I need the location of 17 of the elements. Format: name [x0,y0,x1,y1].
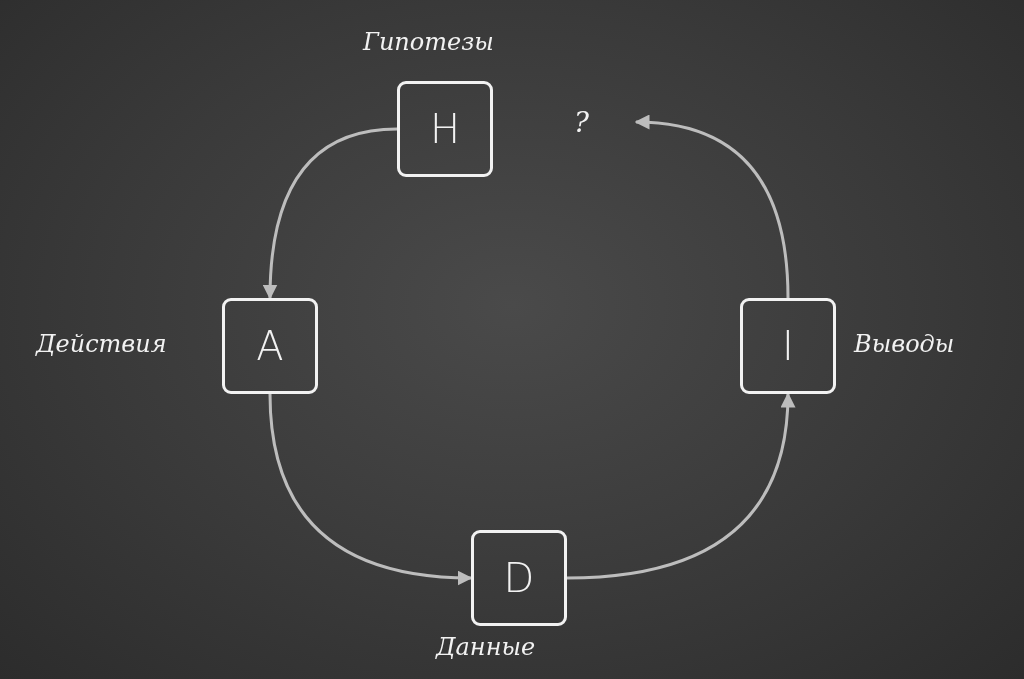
stage-caption: Гипотезы [363,28,494,56]
box-letter: A [256,323,284,369]
letter-box [397,81,493,177]
stage-caption: Данные [436,633,536,661]
box-letter: H [429,106,461,152]
letter-box [471,530,567,626]
arrow [566,392,795,580]
letter-box [740,298,836,394]
box-letter: D [503,555,535,601]
stage-caption: Выводы [854,330,955,358]
stage-caption: Действия [36,330,167,358]
arrow [634,115,790,299]
arrow [262,127,398,300]
box-letter: I [782,323,794,369]
arrow [268,393,473,585]
question-mark-label: ? [562,100,636,144]
letter-box [222,298,318,394]
